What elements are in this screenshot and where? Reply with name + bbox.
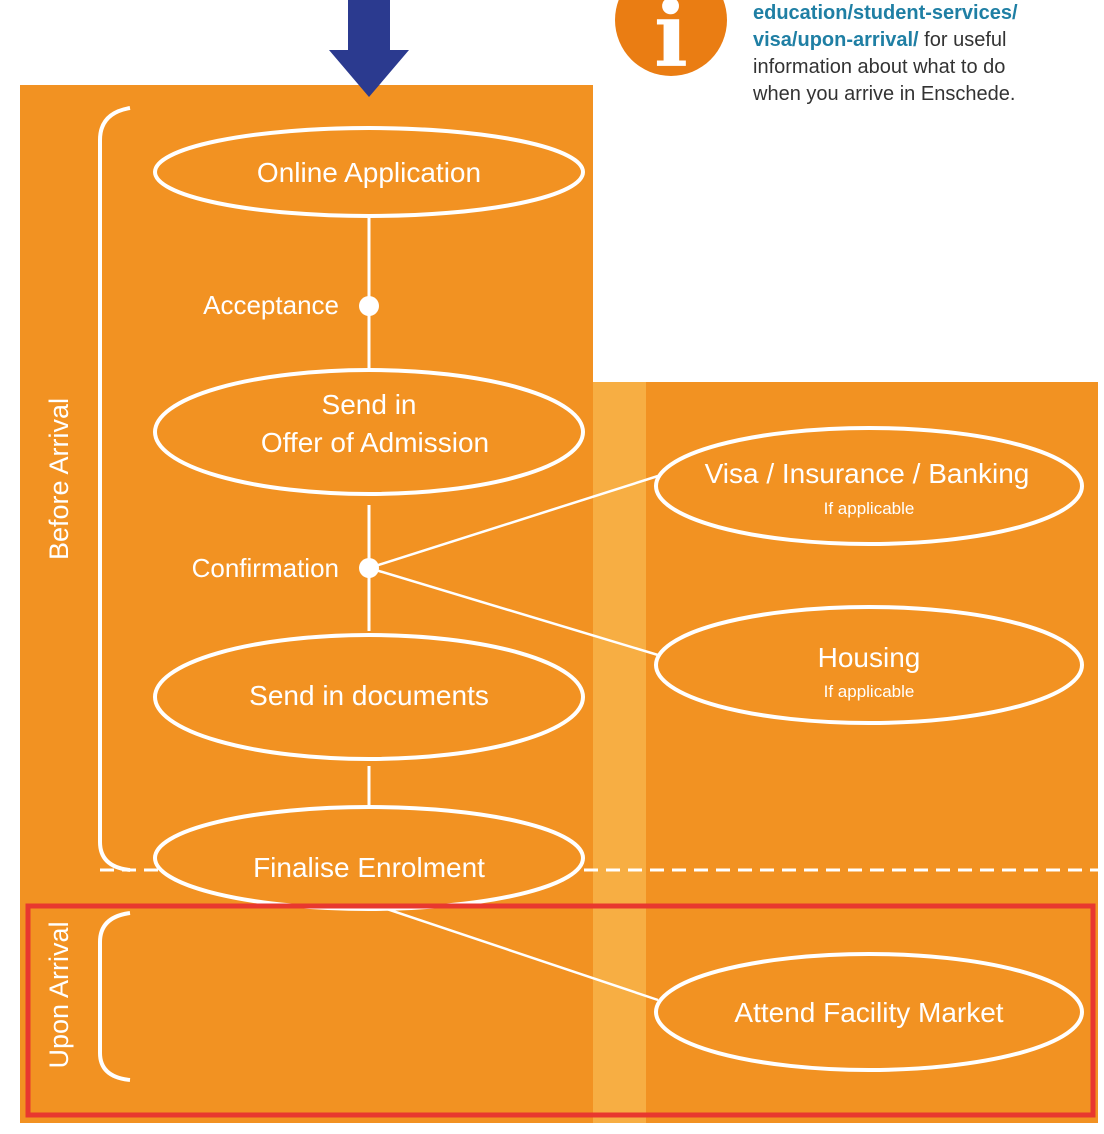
phase-label-upon-arrival: Upon Arrival <box>44 921 74 1068</box>
step-send-documents <box>153 633 585 761</box>
branch-line <box>368 474 659 570</box>
online-application-label: Online Application <box>257 157 481 188</box>
branch-line <box>368 901 659 1002</box>
info-line4: when you arrive in Enschede. <box>753 83 1016 105</box>
info-line3: information about what to do <box>753 56 1006 78</box>
info-text-block: education/student-services/ visa/upon-ar… <box>753 0 1098 108</box>
branch-line <box>368 566 659 657</box>
info-link-line1[interactable]: education/student-services/ <box>753 2 1018 24</box>
upon-arrival-highlight-box <box>25 903 1096 1118</box>
housing-title-label: Housing <box>818 642 921 673</box>
info-line2: visa/upon-arrival/ for useful <box>753 27 1098 54</box>
info-i-icon: i <box>615 0 727 88</box>
offer-line2-label: Offer of Admission <box>261 427 489 458</box>
acceptance-label: Acceptance <box>203 290 339 320</box>
info-text-after-link: for useful <box>918 29 1007 51</box>
step-facility-market <box>654 952 1084 1072</box>
facility-market-label: Attend Facility Market <box>734 997 1003 1028</box>
step-finalise-enrolment <box>153 805 585 911</box>
housing-note-label: If applicable <box>824 682 915 701</box>
down-arrow-icon <box>329 0 409 97</box>
confirmation-label: Confirmation <box>192 553 339 583</box>
send-documents-label: Send in documents <box>249 680 489 711</box>
left-column-panel <box>20 85 593 1123</box>
finalise-enrolment-label: Finalise Enrolment <box>253 852 485 883</box>
visa-note-label: If applicable <box>824 499 915 518</box>
info-link-line2[interactable]: visa/upon-arrival/ <box>753 29 919 51</box>
confirmation-dot <box>359 558 379 578</box>
step-housing <box>654 605 1084 725</box>
before-arrival-bracket <box>98 106 131 872</box>
acceptance-dot <box>359 296 379 316</box>
step-visa-insurance-banking <box>654 426 1084 546</box>
svg-text:i: i <box>654 0 688 88</box>
phase-label-before-arrival: Before Arrival <box>44 398 74 560</box>
visa-title-label: Visa / Insurance / Banking <box>705 458 1030 489</box>
light-divider-stripe <box>593 382 646 1123</box>
offer-line1-label: Send in <box>322 389 417 420</box>
step-offer-of-admission <box>153 368 585 496</box>
upon-arrival-bracket <box>98 911 131 1082</box>
step-online-application <box>153 126 585 218</box>
